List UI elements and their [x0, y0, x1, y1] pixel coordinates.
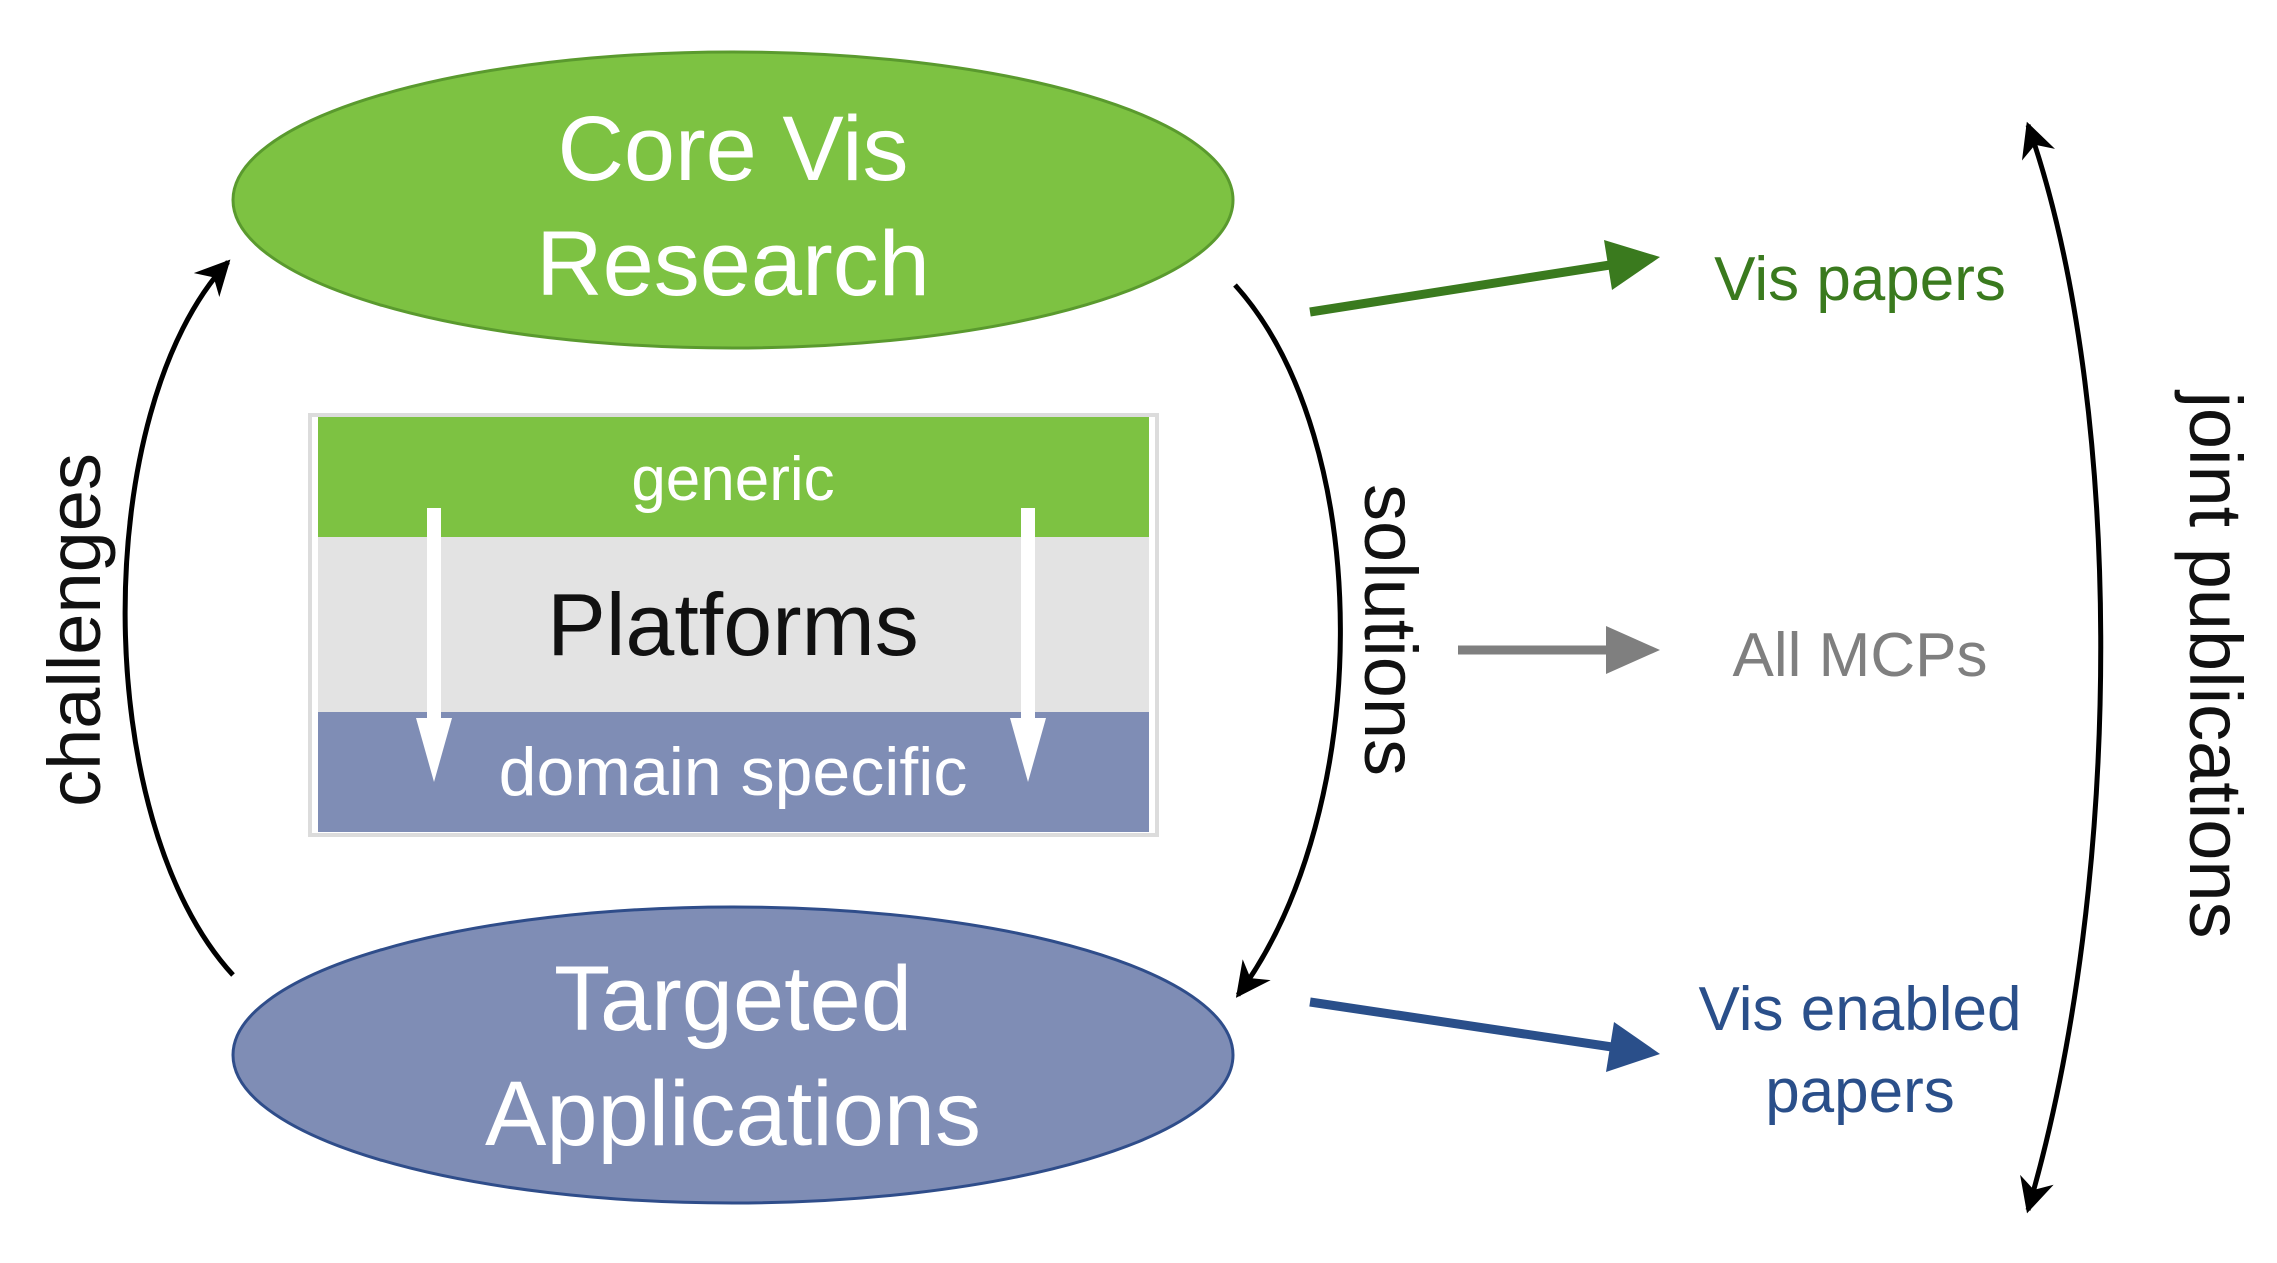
challenges-label: challenges — [33, 453, 116, 807]
targeted-applications-ellipse — [231, 905, 1235, 1205]
vis-papers-label: Vis papers — [1714, 245, 2006, 314]
platforms-stack: generic Platforms domain specific — [308, 413, 1159, 837]
right-white-down-arrow — [1010, 508, 1046, 782]
platforms-middle-band — [318, 537, 1149, 712]
core-vis-line2: Research — [536, 213, 930, 315]
vis-enabled-line2: papers — [1765, 1057, 1955, 1126]
joint-publications-label: joint publications — [2174, 389, 2257, 938]
targeted-line1: Targeted — [554, 948, 912, 1050]
vis-enabled-line1: Vis enabled — [1699, 975, 2022, 1044]
core-vis-research-node: Core Vis Research — [231, 50, 1235, 350]
platforms-domain-band — [318, 712, 1149, 832]
challenges-arrow — [122, 259, 235, 977]
left-white-down-arrow — [416, 508, 452, 782]
all-mcps-label: All MCPs — [1733, 621, 1988, 690]
platforms-generic-label: generic — [631, 445, 834, 514]
vis-enabled-papers-arrow — [1309, 997, 1660, 1072]
targeted-line2: Applications — [485, 1063, 981, 1165]
core-vis-research-ellipse — [231, 50, 1235, 350]
targeted-applications-node: Targeted Applications — [231, 905, 1235, 1205]
all-mcps-arrow — [1458, 626, 1660, 674]
solutions-label: solutions — [1349, 484, 1432, 776]
vis-papers-arrow — [1309, 240, 1660, 317]
platforms-generic-band — [318, 417, 1149, 537]
platforms-title: Platforms — [547, 575, 919, 674]
core-vis-line1: Core Vis — [557, 98, 908, 200]
joint-publications-arrow — [2020, 121, 2104, 1214]
solutions-arrow — [1233, 283, 1343, 998]
platforms-domain-label: domain specific — [499, 734, 968, 810]
